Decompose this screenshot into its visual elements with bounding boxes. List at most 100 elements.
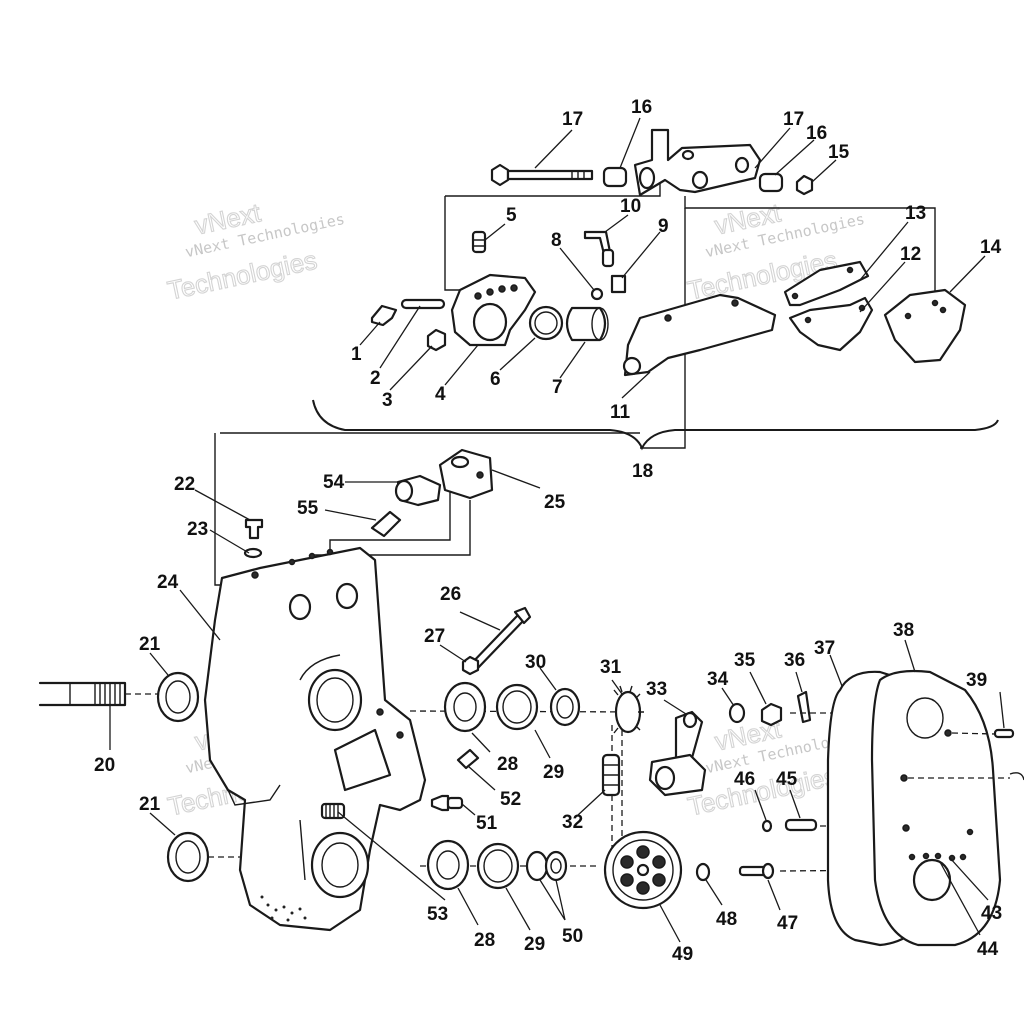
callout-29-upper: 29 bbox=[543, 762, 564, 783]
arm-11 bbox=[622, 293, 777, 377]
callout-6: 6 bbox=[490, 369, 501, 390]
callout-16-left: 16 bbox=[631, 97, 652, 118]
callout-12: 12 bbox=[900, 244, 921, 265]
collar-30 bbox=[549, 687, 581, 727]
fitting-8 bbox=[590, 287, 604, 301]
bolt-47 bbox=[738, 862, 775, 880]
spring-53 bbox=[320, 802, 346, 820]
bolt-18 bbox=[490, 163, 594, 187]
callout-50: 50 bbox=[562, 926, 583, 947]
frame-line-left bbox=[214, 433, 225, 586]
callout-23: 23 bbox=[187, 519, 208, 540]
callout-1: 1 bbox=[351, 344, 362, 365]
callout-38: 38 bbox=[893, 620, 914, 641]
chaincase-housing bbox=[38, 546, 427, 932]
pin-2 bbox=[400, 298, 446, 310]
cotter-pin-36 bbox=[796, 690, 812, 724]
callout-35: 35 bbox=[734, 650, 756, 671]
bushing-7 bbox=[565, 306, 609, 342]
callout-18: 17 bbox=[562, 109, 583, 130]
watermark-group-1: vNext vNext Technologies Technologies bbox=[164, 197, 346, 306]
nut-3 bbox=[426, 328, 447, 352]
callout-33: 33 bbox=[646, 679, 667, 700]
callout-10: 10 bbox=[620, 196, 641, 217]
bearing-21-bottom bbox=[166, 831, 245, 883]
chaincase-cover bbox=[779, 669, 1024, 947]
fitting-55 bbox=[370, 510, 402, 538]
shaft-20 bbox=[38, 681, 160, 707]
callout-7: 7 bbox=[552, 377, 563, 398]
chain-32 bbox=[601, 725, 623, 860]
callout-37: 37 bbox=[814, 638, 835, 659]
callout-44: 44 bbox=[977, 939, 999, 960]
callout-45: 45 bbox=[776, 769, 798, 790]
bracket-12 bbox=[788, 296, 874, 352]
callout-39: 39 bbox=[966, 670, 987, 691]
upper-frame-line-right bbox=[684, 196, 936, 295]
housing-shading bbox=[260, 895, 307, 922]
callout-4: 4 bbox=[435, 384, 446, 405]
fitting-52 bbox=[456, 748, 480, 770]
tensioner-33 bbox=[648, 710, 707, 797]
callout-34: 34 bbox=[707, 669, 729, 690]
upper-assembly bbox=[312, 128, 999, 451]
screw-39 bbox=[951, 728, 1015, 739]
bracket-25 bbox=[438, 448, 494, 500]
callout-53: 53 bbox=[427, 904, 448, 925]
callout-22: 22 bbox=[174, 474, 195, 495]
callout-25: 25 bbox=[544, 492, 566, 513]
callout-3: 3 bbox=[382, 390, 393, 411]
swivel-54 bbox=[394, 474, 442, 507]
callout-14: 14 bbox=[980, 237, 1002, 258]
drive-parts bbox=[409, 606, 818, 910]
callout-21-top: 21 bbox=[139, 634, 161, 655]
callout-8: 8 bbox=[551, 230, 562, 251]
fitting-9 bbox=[610, 274, 627, 294]
callout-24: 24 bbox=[157, 572, 179, 593]
spacer-16-right bbox=[758, 172, 784, 193]
screw-partial bbox=[1009, 772, 1024, 781]
callout-21-bottom: 21 bbox=[139, 794, 161, 815]
callout-47: 47 bbox=[777, 913, 798, 934]
callout-19: 18 bbox=[632, 461, 653, 482]
callout-54: 54 bbox=[323, 472, 345, 493]
bolt-22 bbox=[244, 518, 264, 540]
callout-48: 48 bbox=[716, 909, 737, 930]
callout-28-upper: 28 bbox=[497, 754, 518, 775]
housing-24 bbox=[203, 546, 427, 932]
nut-15 bbox=[795, 174, 814, 196]
callout-5: 5 bbox=[506, 205, 517, 226]
bearing-28-lower bbox=[426, 839, 470, 891]
grease-fitting-5 bbox=[471, 230, 487, 254]
callout-13: 13 bbox=[905, 203, 926, 224]
callout-52: 52 bbox=[500, 789, 521, 810]
callout-27: 27 bbox=[424, 626, 445, 647]
washer-23 bbox=[243, 547, 263, 559]
callout-9: 9 bbox=[658, 216, 669, 237]
callout-32: 32 bbox=[562, 812, 583, 833]
upper-frame-line-center bbox=[640, 208, 686, 449]
callout-43: 43 bbox=[981, 903, 1002, 924]
bearing-21-top bbox=[156, 671, 200, 723]
nut-35 bbox=[760, 702, 783, 727]
callout-31: 31 bbox=[600, 657, 622, 678]
callout-55: 55 bbox=[297, 498, 319, 519]
callout-16-right: 16 bbox=[806, 123, 827, 144]
callout-20: 20 bbox=[94, 755, 115, 776]
callout-11: 11 bbox=[610, 402, 631, 423]
clip-1 bbox=[370, 304, 398, 327]
callout-15: 15 bbox=[828, 142, 850, 163]
housing-4 bbox=[450, 273, 537, 347]
ring-6 bbox=[528, 305, 564, 341]
shield-14 bbox=[883, 288, 967, 364]
rivet-51 bbox=[430, 794, 464, 812]
middle-assembly bbox=[214, 432, 640, 586]
callout-46: 46 bbox=[734, 769, 755, 790]
callout-36: 36 bbox=[784, 650, 805, 671]
callout-29-lower: 29 bbox=[524, 934, 545, 955]
spacer-16-left bbox=[602, 166, 628, 188]
bearing-28-upper bbox=[443, 681, 487, 733]
washer-34 bbox=[728, 702, 746, 724]
